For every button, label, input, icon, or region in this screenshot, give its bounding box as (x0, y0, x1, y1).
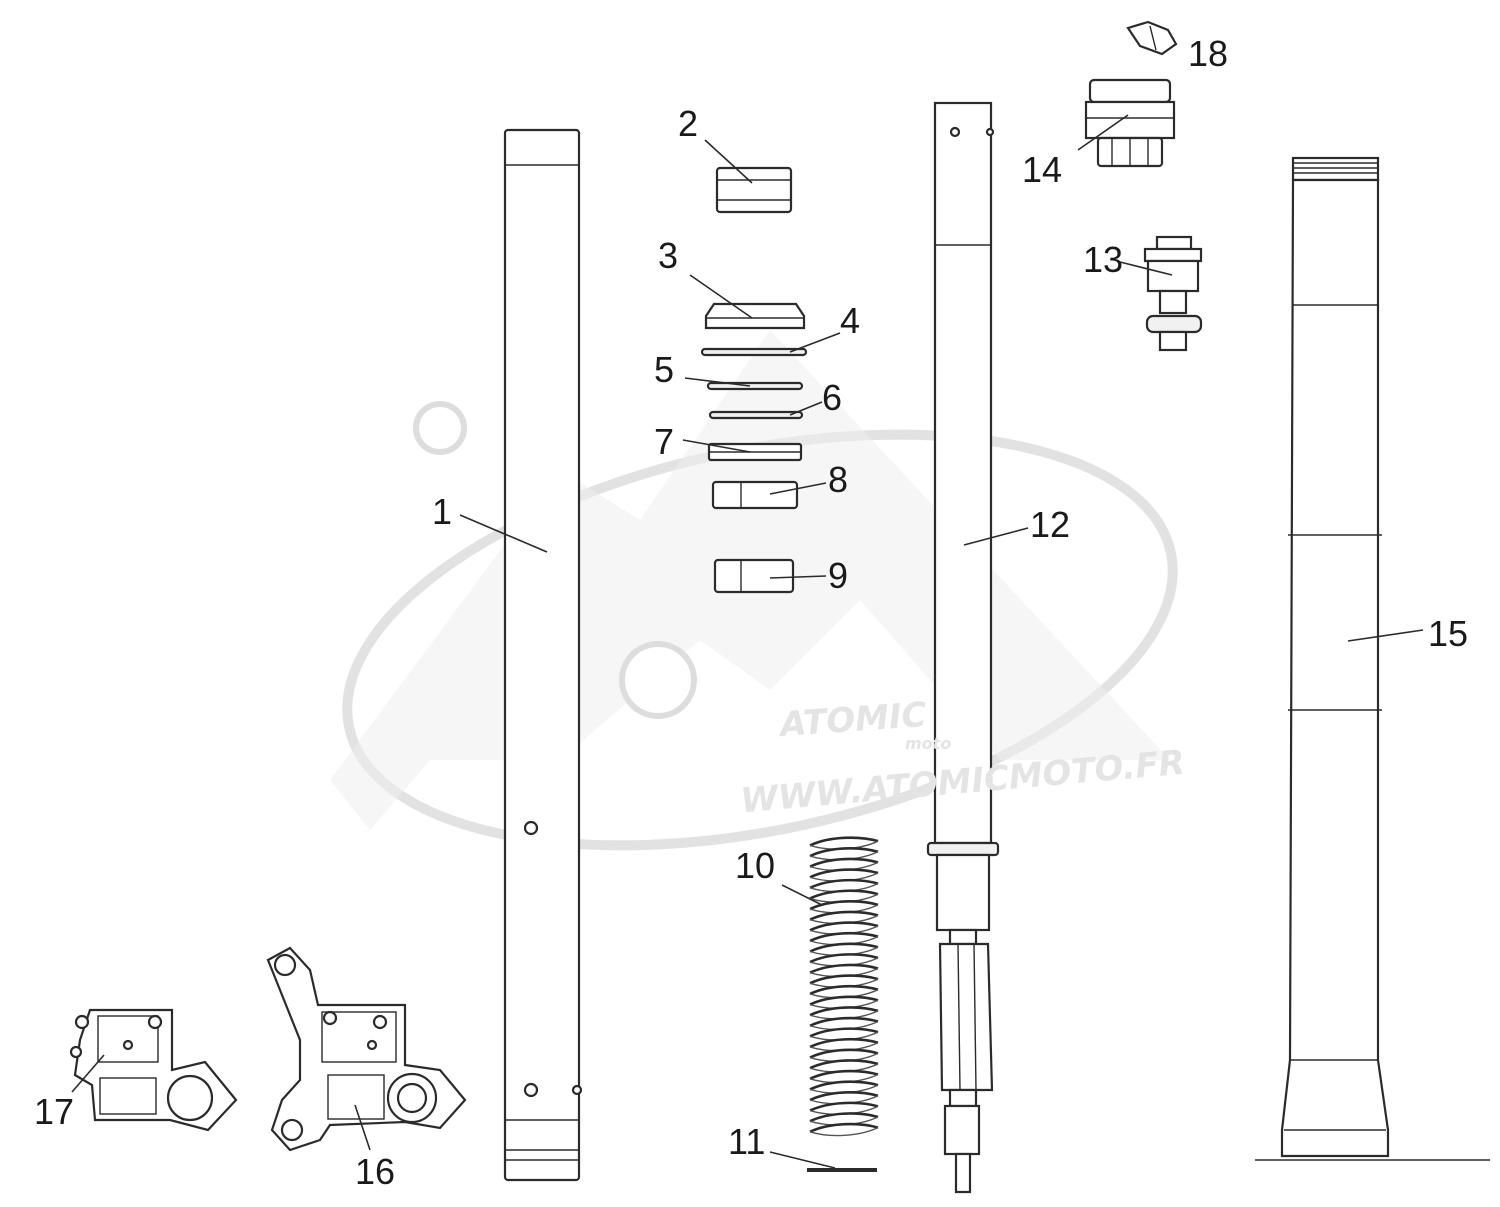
spring-coil (809, 1069, 879, 1080)
callout-6: 6 (822, 377, 843, 418)
spring-coil (809, 995, 879, 1006)
part-2-cap (715, 166, 793, 214)
watermark-sub: moto (905, 734, 952, 753)
spring-coil (809, 1080, 879, 1091)
part-18-bleed-screw (1126, 20, 1178, 56)
callout-2: 2 (678, 103, 699, 144)
callout-13: 13 (1083, 239, 1124, 280)
part-10-spring (809, 836, 879, 1137)
callout-8: 8 (828, 459, 849, 500)
spring-coil (809, 1016, 879, 1027)
spring-coil (809, 1122, 879, 1133)
spring-coil (809, 910, 879, 921)
part-6-ring (708, 410, 804, 420)
spring-coil (809, 857, 879, 868)
spring-coil (809, 974, 879, 985)
spring-coil (809, 1006, 879, 1017)
callout-12: 12 (1030, 504, 1071, 545)
spring-coil (809, 963, 879, 974)
callout-11: 11 (728, 1121, 766, 1162)
part-9-bushing (713, 558, 795, 594)
spring-coil (809, 953, 879, 964)
spring-coil (809, 1112, 879, 1123)
part-12-cartridge (926, 101, 1000, 1194)
spring-coil (809, 878, 879, 890)
spring-coil (809, 1101, 879, 1112)
spring-coil (809, 900, 879, 911)
spring-coil (809, 868, 879, 879)
callout-1: 1 (432, 491, 453, 532)
part-16-axle-clamp-bracket (266, 946, 467, 1152)
spring-coil (809, 836, 879, 847)
spring-coil (809, 889, 879, 900)
part-8-bushing (711, 480, 799, 510)
callout-10: 10 (735, 845, 776, 886)
callout-17: 17 (34, 1091, 75, 1132)
callout-5: 5 (654, 349, 675, 390)
spring-coil (809, 1048, 879, 1059)
part-5-ring (706, 381, 804, 391)
spring-coil (809, 984, 879, 996)
spring-coil (809, 847, 879, 858)
callout-4: 4 (840, 300, 861, 341)
callout-7: 7 (654, 421, 675, 462)
callout-15: 15 (1428, 613, 1469, 654)
leader-lines (71, 114, 1424, 1169)
spring-coil (809, 942, 879, 953)
part-3-dust-seal (704, 302, 806, 330)
part-1-outer-tube (503, 128, 583, 1182)
spring-coil (809, 1027, 879, 1038)
spring-coil (809, 1090, 879, 1102)
callout-14: 14 (1022, 149, 1063, 190)
callout-18: 18 (1188, 33, 1229, 74)
callout-9: 9 (828, 555, 849, 596)
spring-coil (809, 1037, 879, 1049)
spring-coil (809, 931, 879, 943)
spring-coil (809, 921, 879, 932)
callout-3: 3 (658, 235, 679, 276)
part-15-inner-tube (1255, 156, 1490, 1161)
part-14-fork-cap (1084, 78, 1176, 168)
part-4-ring (700, 347, 808, 357)
callout-16: 16 (355, 1151, 396, 1192)
spring-coil-back (809, 1126, 879, 1137)
spring-coil (809, 1059, 879, 1070)
part-13-valve (1143, 235, 1203, 352)
part-17-axle-clamp (69, 1008, 238, 1132)
